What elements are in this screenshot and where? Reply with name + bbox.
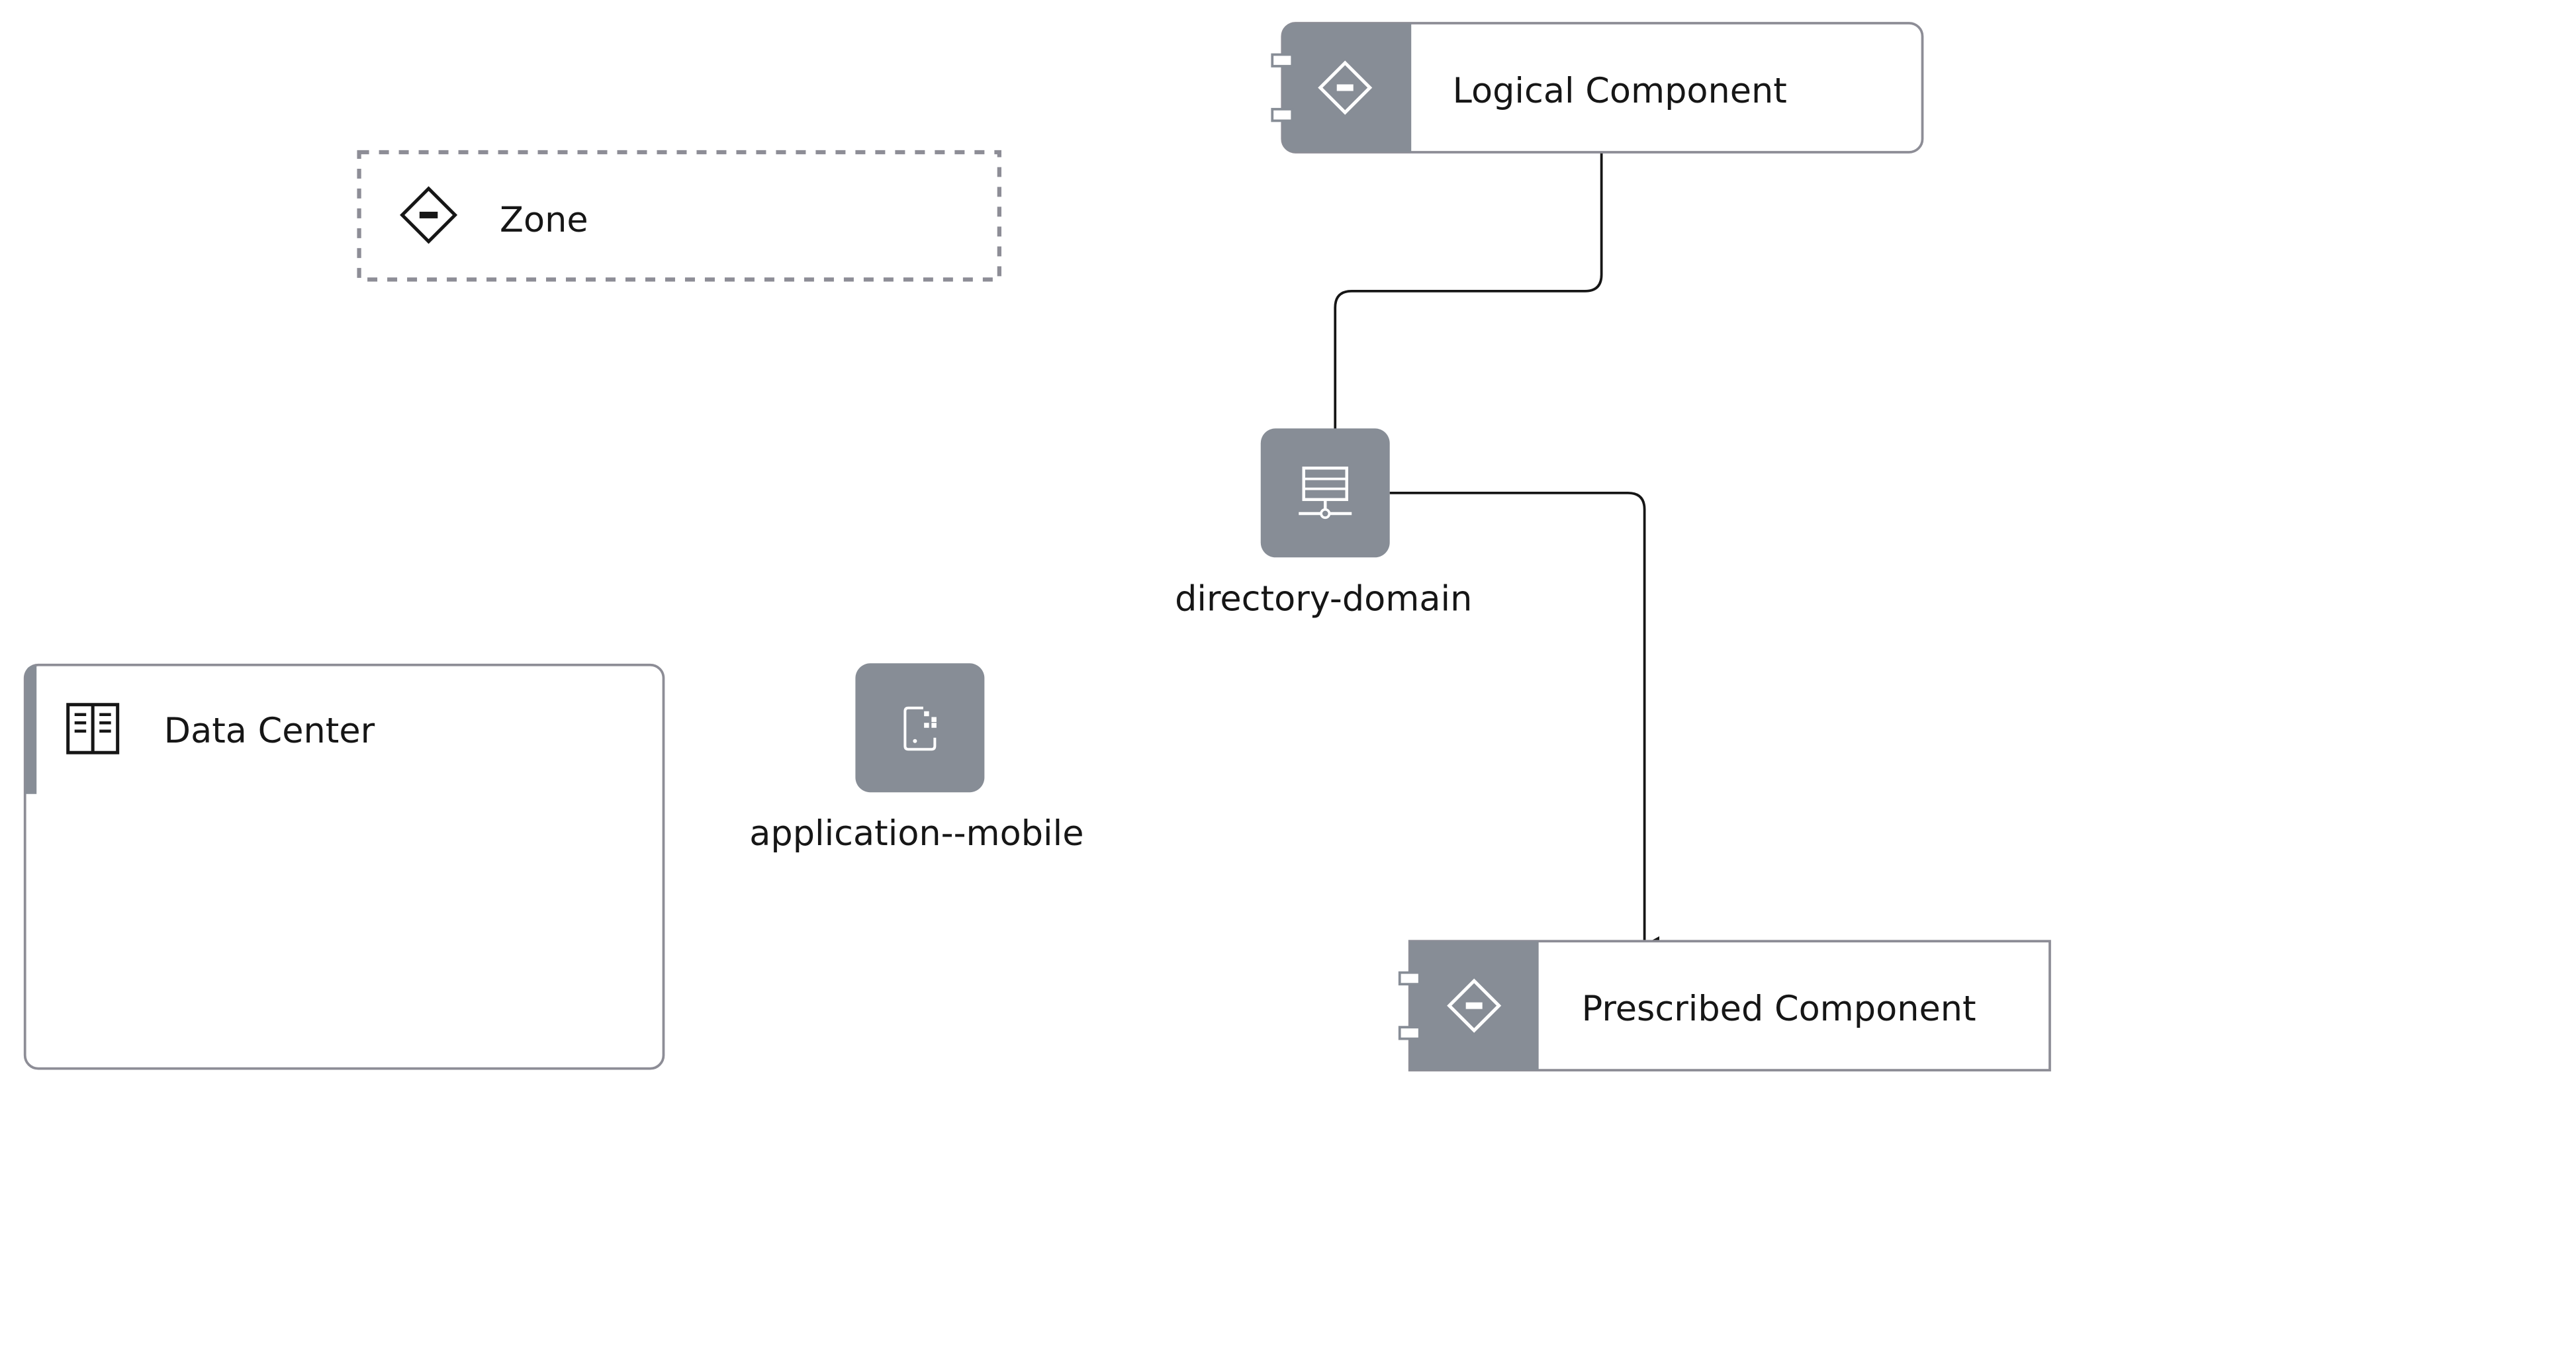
diamond-minus-icon <box>1318 60 1373 115</box>
port-top <box>1398 971 1421 986</box>
port-bottom <box>1398 1026 1421 1040</box>
logical-component-node[interactable]: Logical Component <box>1271 22 1924 154</box>
data-center-icon <box>66 703 120 754</box>
mobile-app-icon <box>903 706 937 751</box>
prescribed-component-label: Prescribed Component <box>1582 989 1976 1029</box>
application-mobile-node[interactable]: application--mobile <box>749 663 1084 854</box>
data-center-label: Data Center <box>164 711 375 751</box>
directory-domain-label: directory-domain <box>1175 578 1472 619</box>
directory-server-icon <box>1299 467 1352 520</box>
zone-node[interactable]: Zone <box>357 150 1001 282</box>
edge-logical-to-directory[interactable] <box>1334 152 1603 449</box>
application-mobile-label: application--mobile <box>749 813 1083 854</box>
diamond-minus-icon <box>1447 978 1502 1033</box>
directory-domain-node[interactable]: directory-domain <box>1175 428 1472 619</box>
zone-label: Zone <box>500 200 588 240</box>
logical-component-label: Logical Component <box>1453 71 1787 111</box>
edge-directory-to-prescribed[interactable] <box>1389 491 1660 953</box>
port-top <box>1271 53 1294 68</box>
diamond-minus-icon <box>400 186 458 244</box>
port-bottom <box>1271 108 1294 122</box>
edges <box>1334 152 1660 953</box>
prescribed-component-node[interactable]: Prescribed Component <box>1398 940 2051 1071</box>
data-center-node[interactable]: Data Center <box>23 663 665 1070</box>
